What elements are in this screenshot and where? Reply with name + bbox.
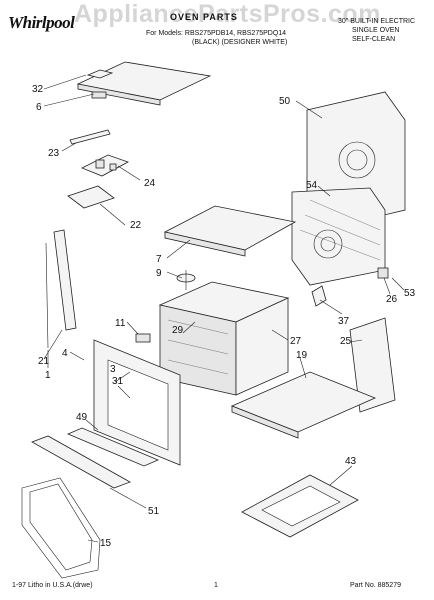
part-side-trim [53,229,77,331]
callout-7: 7 [156,254,162,265]
callout-54: 54 [306,180,318,191]
callout-32: 32 [32,84,44,95]
part-duct-top [163,205,297,257]
callout-50: 50 [279,96,291,107]
part-oven-cavity [158,281,290,396]
part-vent [66,427,160,467]
callout-19: 19 [296,350,308,361]
callout-29: 29 [172,325,184,336]
callout-31: 31 [112,376,124,387]
callout-49: 49 [76,412,88,423]
part-bottom-panel [230,371,377,439]
part-side-panel [349,317,396,413]
callout-21: 21 [38,356,50,367]
callout-3: 3 [110,364,116,375]
callout-6: 6 [36,102,42,113]
part-top-panel [76,61,212,106]
callout-26: 26 [386,294,398,305]
part-bracket [69,129,111,145]
part-bezel [31,435,131,489]
callout-11: 11 [115,318,126,329]
spec-line-1: 30" BUILT-IN ELECTRIC [338,18,416,25]
diagram-title: OVEN PARTS [170,12,238,22]
callout-labels: 32 6 50 23 24 54 22 7 9 1 11 21 4 29 27 … [32,84,416,549]
leader-lines [43,74,405,543]
callout-23: 23 [48,148,60,159]
footer-part-number: Part No. 885279 [350,582,401,589]
callout-4: 4 [62,348,68,359]
footer-litho: 1-97 Litho in U.S.A.(drwe) [12,582,93,589]
callout-1: 1 [45,370,51,381]
part-fan [176,270,196,290]
spec-line-3: SELF-CLEAN [352,36,396,43]
part-front-frame [93,339,181,466]
brand-logo: Whirlpool [8,13,75,32]
callout-37: 37 [338,316,350,327]
callout-43: 43 [345,456,357,467]
part-drawer [241,474,359,538]
part-rod [45,242,49,349]
callout-9: 9 [156,268,162,279]
callout-27: 27 [290,336,302,347]
part-connector [377,267,389,279]
model-line: For Models: RBS275PDB14, RBS275PDQ14 [146,30,287,37]
part-cover [67,185,115,209]
footer-page-number: 1 [214,582,218,589]
callout-15: 15 [100,538,112,549]
callout-24: 24 [144,178,156,189]
part-gasket [21,477,101,579]
watermark: AppliancePartsPros.com [74,0,381,28]
part-controls [81,154,129,177]
callout-51: 51 [148,506,160,517]
part-clip [311,285,327,307]
part-switch [135,333,151,343]
callout-53: 53 [404,288,416,299]
callout-25: 25 [340,336,352,347]
callout-22: 22 [130,220,142,231]
spec-line-2: SINGLE OVEN [352,27,400,34]
part-insulation [291,187,386,286]
color-line: (BLACK) (DESIGNER WHITE) [192,39,288,46]
